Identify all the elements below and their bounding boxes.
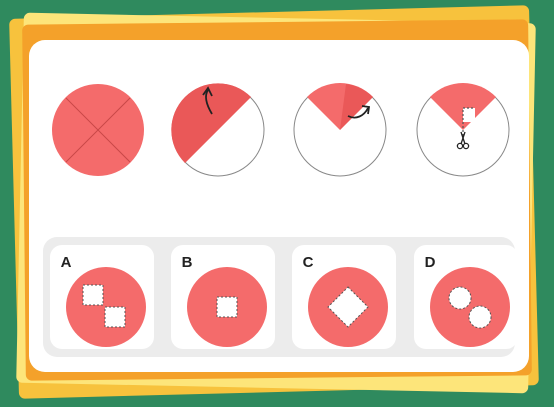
option-b-shape <box>187 267 267 347</box>
step-2-half-fold <box>172 74 264 186</box>
option-c-shape <box>308 267 388 347</box>
step-4-cut <box>417 74 509 186</box>
cut-out <box>463 108 475 122</box>
square-hole <box>105 307 125 327</box>
option-d-shape <box>430 267 510 347</box>
step-1-full-circle <box>52 74 144 186</box>
circle-hole <box>449 287 471 309</box>
option-d-card[interactable]: D <box>414 245 518 349</box>
square-hole <box>83 285 103 305</box>
option-a-shape <box>66 267 146 347</box>
step-3-quarter-fold <box>294 74 386 186</box>
circle-hole <box>469 306 491 328</box>
option-c-card[interactable]: C <box>292 245 396 349</box>
option-a-card[interactable]: A <box>50 245 154 349</box>
answer-options-panel: A B C D <box>43 237 515 357</box>
option-b-card[interactable]: B <box>171 245 275 349</box>
square-hole <box>217 297 237 317</box>
